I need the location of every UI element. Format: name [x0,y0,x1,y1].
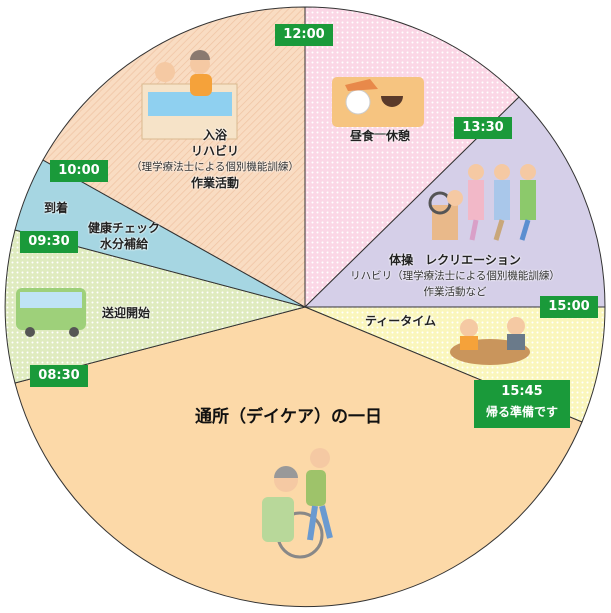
label-bath: 入浴 リハビリ （理学療法士による個別機能訓練） 作業活動 [120,127,310,191]
wheelchair-illustration [262,448,333,559]
label-tea: ティータイム [365,314,437,328]
time-badge-1545: 15:45 帰る準備です [474,380,570,428]
label-lunch: 昼食 休憩 [349,129,410,143]
bus-illustration [16,288,86,337]
time-badge-1000: 10:00 [50,160,108,182]
health-check: 健康チェック [87,221,160,235]
sector-bath [42,6,306,308]
lunch-illustration [332,77,424,135]
time-1545: 15:45 [501,384,543,399]
label-arrival: 到着 [44,201,69,215]
time-badge-1500: 15:00 [540,296,598,318]
label-exercise: 体操 レクリエーション リハビリ（理学療法士による個別機能訓練） 作業活動など [345,252,565,300]
label-health-check: 健康チェック 水分補給 [84,220,164,252]
label-pickup: 送迎開始 [102,306,151,320]
time-1545-note: 帰る準備です [485,405,558,419]
exercise-rehab: リハビリ（理学療法士による個別機能訓練） [350,270,560,282]
exercise-activity: 作業活動など [423,286,487,298]
bath-note: （理学療法士による個別機能訓練） [131,161,299,173]
time-badge-1200: 12:00 [275,24,333,46]
exercise-illustration [428,164,536,241]
bath-activity: 作業活動 [190,176,239,190]
bath-title: 入浴 [202,128,227,142]
bath-illustration [141,50,238,140]
sector-pickup [4,229,307,384]
time-badge-1330: 13:30 [454,117,512,139]
exercise-title: 体操 レクリエーション [389,253,521,267]
tea-illustration [450,317,530,365]
time-badge-0930: 09:30 [20,231,78,253]
hydration: 水分補給 [99,237,148,251]
sector-main [14,306,583,607]
time-badge-0830: 08:30 [30,365,88,387]
bath-rehab: リハビリ [190,144,239,158]
page-title: 通所（デイケア）の一日 [195,407,382,427]
